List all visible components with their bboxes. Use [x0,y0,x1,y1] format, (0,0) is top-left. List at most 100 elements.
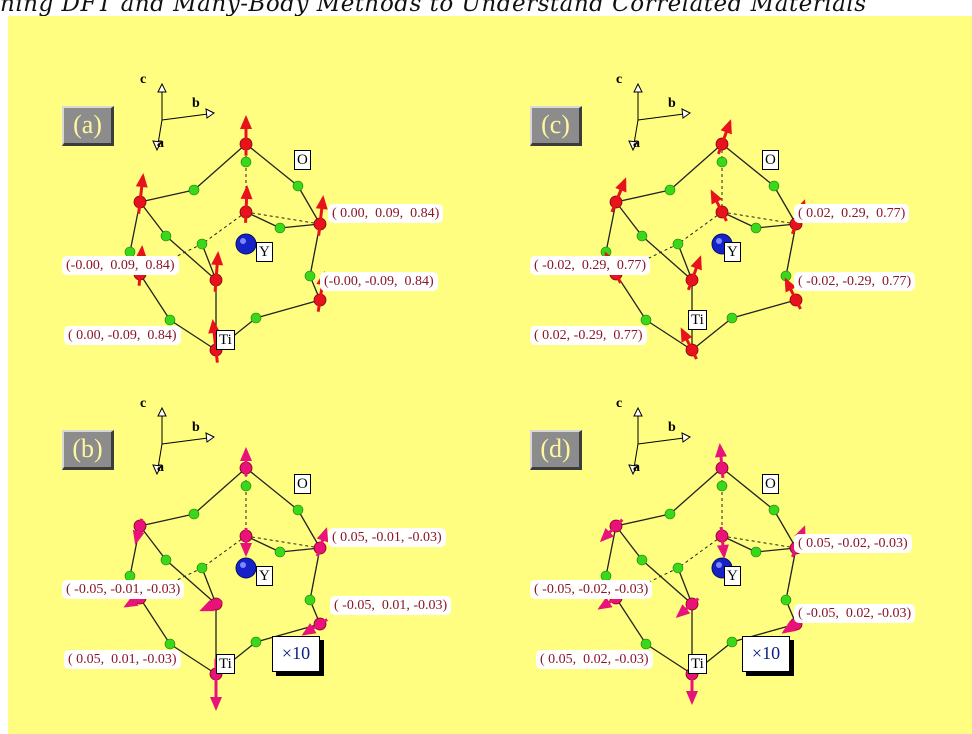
bond [615,201,643,237]
axis-label-b: b [192,96,200,111]
oxygen-atom [160,230,172,242]
moment-coord-upper-right: ( 0.05, -0.02, -0.03) [794,534,912,553]
bond-dashed [721,535,797,549]
oxygen-atom [274,222,286,234]
oxygen-atom [768,504,780,516]
oxygen-atom [640,314,652,326]
page-header: ning DFT and Many-Body Methods to Unders… [0,0,867,17]
moment-coord-left: ( -0.05, -0.01, -0.03) [62,580,185,599]
bond [193,143,247,191]
scale-factor-badge: ×10 [742,636,790,672]
bond-dashed [245,211,321,225]
lattice-structure [124,82,329,363]
magnetic-moment-arrow [599,518,624,543]
magnetic-moment-arrow [211,251,224,292]
bond [615,513,671,527]
bond [279,547,321,553]
axis-b-arrowhead [205,108,215,119]
moment-coord-bottom: ( 0.00, -0.09, 0.84) [64,326,181,345]
bond [201,567,217,605]
bond [605,525,617,577]
oxygen-atom [664,184,676,196]
bond [139,273,171,321]
bond [669,467,723,515]
axis-label-b: b [192,420,200,435]
moment-coord-bottom: ( 0.02, -0.29, 0.77) [530,326,647,345]
axis-label-c: c [616,72,623,87]
moment-coord-upper-right: ( 0.02, 0.29, 0.77) [794,204,910,223]
bond-dashed [721,211,797,225]
yttrium-atom-highlight [716,562,722,568]
bond [193,467,247,515]
moment-coord-upper-right: ( 0.05, -0.01, -0.03) [328,528,446,547]
bond [615,525,643,561]
bond [755,223,797,229]
oxygen-atom [768,180,780,192]
axis-a [157,443,163,469]
bond [245,467,299,511]
axis-a-arrowhead [628,464,638,476]
bond-dashed [309,547,321,601]
oxygen-atom [164,314,176,326]
yttrium-atom [235,557,257,579]
bond [169,643,217,675]
bond [139,201,167,237]
axis-label-a: a [633,460,640,475]
magnetic-moment-arrow [199,599,223,612]
axis-label-a: a [157,460,164,475]
axis-b [637,437,685,445]
axis-a-arrowhead [152,464,162,476]
yttrium-atom-highlight [240,562,246,568]
axis-b-arrowhead [205,432,215,443]
oxygen-atom [292,504,304,516]
magnetic-moment-arrow [315,527,329,557]
oxygen-atom [196,238,208,250]
moment-coord-upper-right: ( 0.00, 0.09, 0.84) [328,204,444,223]
oxygen-atom [636,554,648,566]
oxygen-atom [750,546,762,558]
magnetic-moment-arrow [784,277,802,310]
oxygen-atom [292,180,304,192]
oxygen-label: O [294,150,311,170]
axis-label-a: a [633,136,640,151]
magnetic-moment-arrow [135,173,148,214]
magnetic-moment-arrow [240,447,252,477]
moment-coord-left: ( -0.05, -0.02, -0.03) [530,580,653,599]
yttrium-label: Y [256,242,273,262]
magnetic-moment-arrow [675,597,700,618]
bond [641,235,693,281]
moment-coord-bottom: ( 0.05, 0.01, -0.03) [64,650,181,669]
oxygen-atom [726,636,738,648]
axis-c-arrowhead [157,82,167,93]
axis-a [157,119,163,145]
axis-c-arrowhead [633,82,643,93]
moment-coord-lower-right: ( -0.05, 0.01, -0.03) [330,596,452,615]
yttrium-atom-highlight [716,238,722,244]
oxygen-atom [304,594,316,606]
magnetic-moment-arrow [680,327,698,360]
bond [645,319,693,351]
magnetic-moment-arrow [315,195,328,236]
moment-coord-lower-right: (-0.00, -0.09, 0.84) [320,272,438,291]
magnetic-moment-arrow [132,518,145,545]
bond [731,299,797,319]
oxygen-atom [636,230,648,242]
bond [669,143,723,191]
bond [721,143,775,187]
moment-coord-left: (-0.00, 0.09, 0.84) [62,256,179,275]
bond [691,317,733,351]
panel-label: (a) [62,106,114,146]
moment-coord-bottom: ( 0.05, 0.02, -0.03) [536,650,653,669]
panel-label: (d) [530,430,582,470]
bond [201,243,217,281]
bond [615,597,647,645]
magnetic-moment-arrow [240,185,253,223]
bond [755,547,797,553]
titanium-label: Ti [688,654,707,674]
axis-a [633,119,639,145]
magnetic-moment-arrow [610,177,627,213]
yttrium-label: Y [256,566,273,586]
bond [139,525,167,561]
oxygen-label: O [762,474,779,494]
oxygen-atom [672,562,684,574]
